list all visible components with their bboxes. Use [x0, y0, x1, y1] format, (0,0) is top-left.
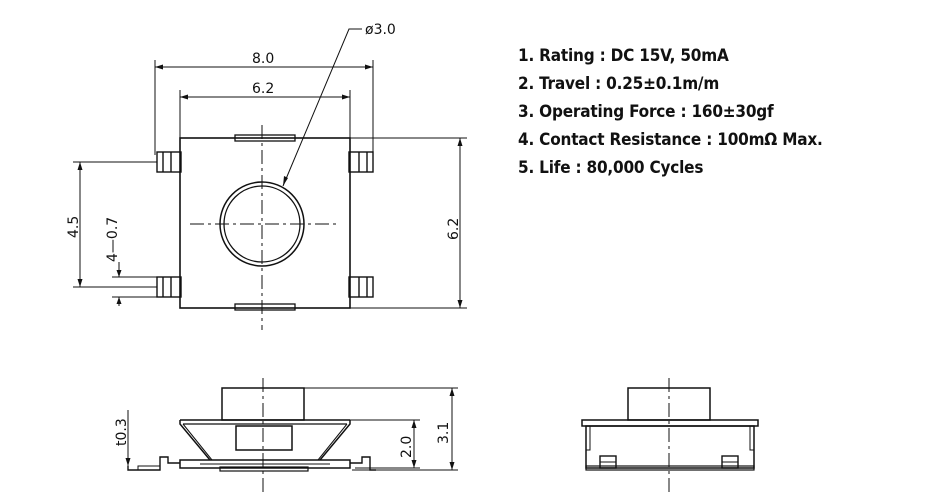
spec-list: 1. Rating : DC 15V, 50mA 2. Travel : 0.2…	[518, 42, 823, 182]
width-outer-label: 8.0	[252, 51, 274, 67]
top-view	[73, 28, 467, 330]
body-height-label: 2.0	[399, 436, 415, 458]
side-view	[581, 378, 759, 496]
pin-thickness-label: t0.3	[114, 418, 130, 446]
spec-travel: 2. Travel : 0.25±0.1m/m	[518, 74, 720, 94]
spec-operating-force: 3. Operating Force : 160±30gf	[518, 102, 774, 122]
terminal-top-left	[156, 151, 182, 173]
spec-life: 5. Life : 80,000 Cycles	[518, 158, 704, 178]
spec-contact-resistance: 4. Contact Resistance : 100mΩ Max.	[518, 130, 823, 150]
height-right-label: 6.2	[446, 218, 462, 240]
pin-span-label: 4.5	[66, 216, 82, 238]
total-height-label: 3.1	[436, 422, 452, 444]
terminal-bottom-right	[348, 276, 374, 298]
terminal-bottom-left	[156, 276, 182, 298]
spec-rating: 1. Rating : DC 15V, 50mA	[518, 46, 729, 66]
terminal-top-right	[348, 151, 374, 173]
diameter-label: ø3.0	[365, 22, 396, 38]
width-inner-label: 6.2	[252, 81, 274, 97]
pin-offset-label: 4—0.7	[105, 217, 121, 262]
front-view	[125, 378, 458, 496]
